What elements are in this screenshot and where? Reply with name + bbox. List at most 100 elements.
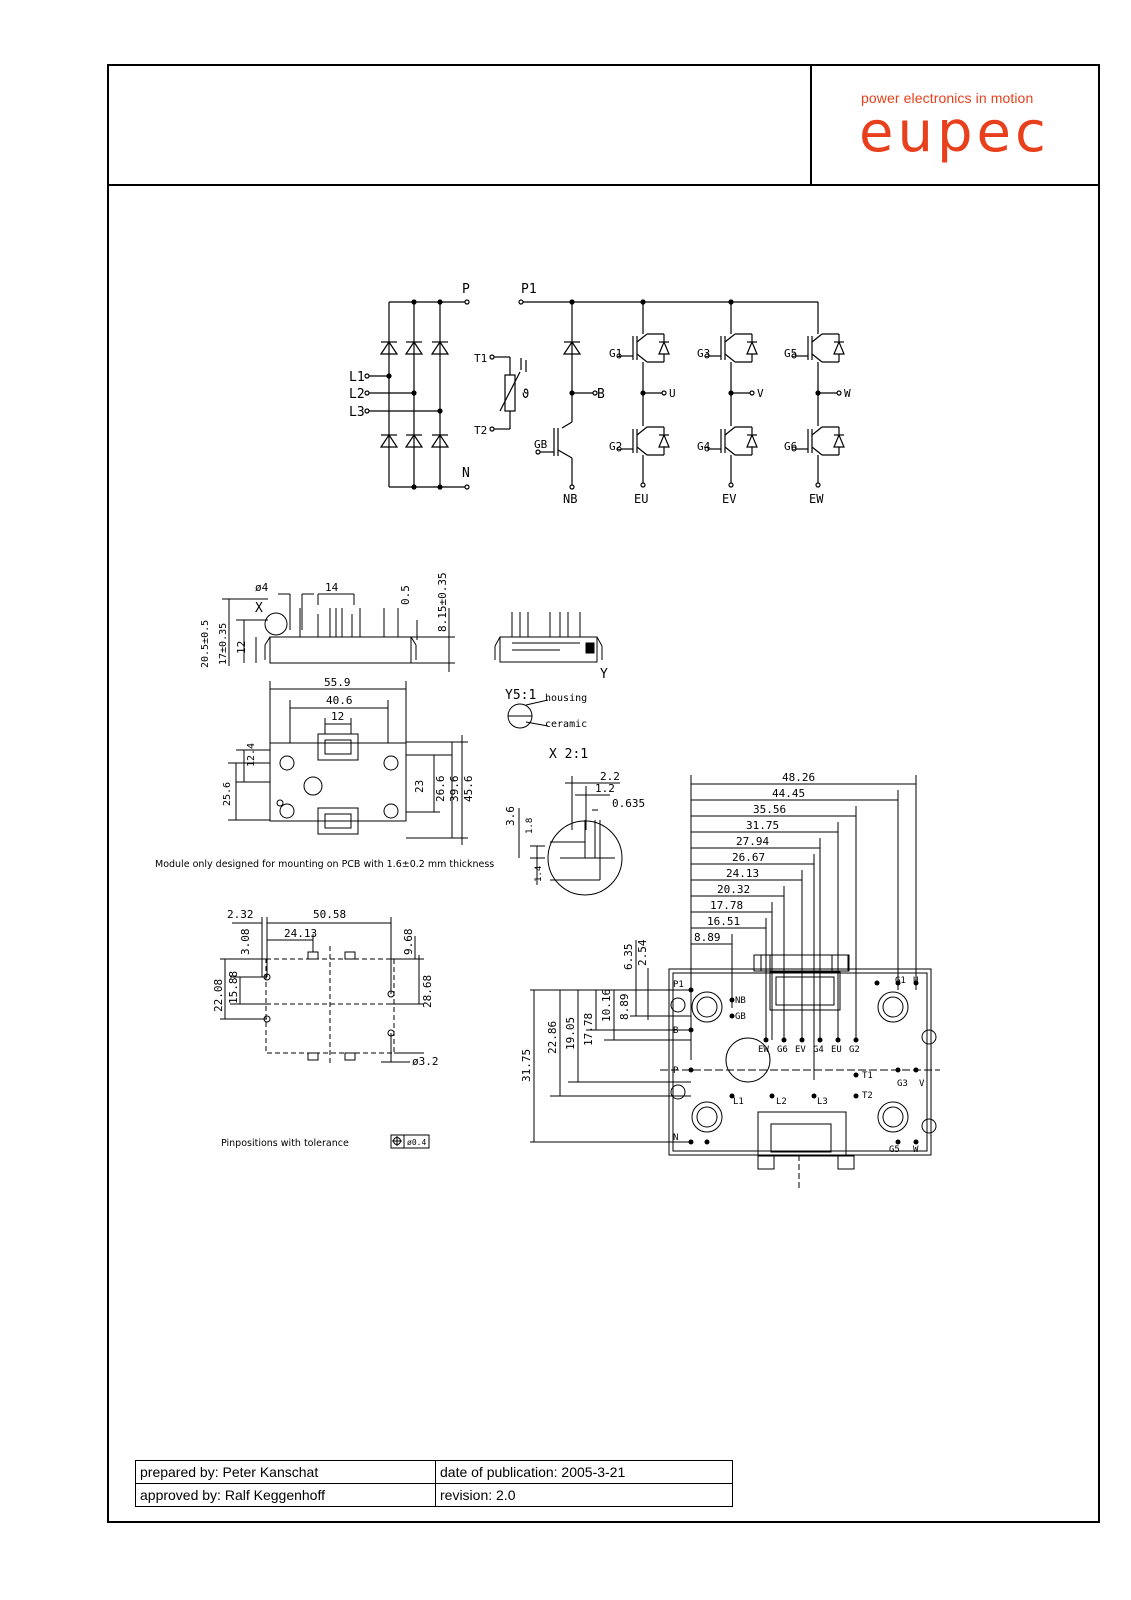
side-view-dims: ø4 14 0.5 8.15±0.35 20.5±0.5 17±0.35 12 …: [200, 572, 608, 682]
dim-16-51: 16.51: [707, 915, 740, 928]
label-g2: G2: [609, 440, 622, 453]
pin-g4: G4: [813, 1045, 824, 1055]
dim-35-56: 35.56: [753, 803, 786, 816]
dim-2-32: 2.32: [227, 908, 254, 921]
dim-55-9: 55.9: [324, 676, 351, 689]
brand-tagline: power electronics in motion: [861, 90, 1034, 106]
label-l3: L3: [349, 405, 365, 420]
dim-22-86: 22.86: [546, 1021, 559, 1054]
pin-g1: G1: [895, 976, 906, 986]
detail-y-title: Y5:1: [505, 688, 536, 703]
label-eu: EU: [634, 492, 648, 506]
label-g4: G4: [697, 440, 711, 453]
dim-dia3-2: ø3.2: [412, 1055, 439, 1068]
table-row: prepared by: Peter Kanschat date of publ…: [135, 1460, 733, 1484]
detail-y: Y5:1 housing ceramic: [505, 688, 587, 730]
dim-9-68: 9.68: [402, 929, 415, 956]
dim-6-35: 6.35: [622, 944, 635, 971]
label-w: W: [844, 387, 851, 400]
label-g3: G3: [697, 347, 710, 360]
dim-26-67: 26.67: [732, 851, 765, 864]
pin-t2: T2: [862, 1091, 873, 1101]
dim-22-08: 22.08: [212, 979, 225, 1012]
pin-ew: EW: [758, 1045, 769, 1055]
pin-markers: [688, 980, 919, 1145]
page-frame: [107, 64, 1100, 1523]
label-u: U: [669, 387, 676, 400]
dim-28-68: 28.68: [421, 975, 434, 1008]
dim-12-4: 12.4: [246, 743, 257, 767]
detail-x: [518, 776, 623, 896]
table-row: approved by: Ralf Keggenhoff revision: 2…: [135, 1483, 733, 1507]
label-v: V: [757, 387, 764, 400]
header-box: [107, 64, 1100, 186]
label-p1: P1: [521, 282, 537, 297]
dim-48-26: 48.26: [782, 771, 815, 784]
dim-17-78: 17.78: [710, 899, 743, 912]
pin-l3: L3: [817, 1097, 828, 1107]
label-theta: ϑ: [522, 387, 529, 401]
dim-10-16: 10.16: [600, 989, 613, 1022]
dim-17-78-v: 17.78: [582, 1013, 595, 1046]
dim-8-89-v: 8.89: [618, 994, 631, 1021]
pin-v: V: [919, 1079, 925, 1089]
pin-w: W: [913, 1145, 919, 1155]
circuit-labels: P P1 N L1 L2 L3 T1 T2 ϑ B GB NB G1 G2 G3…: [349, 282, 851, 506]
pin-labels: P1 NB GB B EW G6 EV G4 EU G2 P T1 T2 L1 …: [673, 976, 925, 1155]
dim-8-15: 8.15±0.35: [436, 572, 449, 632]
bottom-view-drawing: [265, 946, 395, 1066]
detail-x-title: X 2:1: [549, 747, 588, 762]
revision: revision: 2.0: [435, 1483, 733, 1507]
dim-dia4: ø4: [255, 581, 269, 594]
label-gb: GB: [534, 438, 548, 451]
dim-24-13: 24.13: [726, 867, 759, 880]
detail-x-labels: X 2:1 2.2 1.2 0.635 3.6 1.8 1.4: [504, 747, 645, 882]
publication-date: date of publication: 2005-3-21: [435, 1460, 733, 1484]
dim-20-32: 20.32: [717, 883, 750, 896]
label-x: X: [255, 601, 263, 616]
dim-0-635: 0.635: [612, 797, 645, 810]
pin-eu: EU: [831, 1045, 842, 1055]
dim-19-05: 19.05: [564, 1017, 577, 1050]
dim-27-94: 27.94: [736, 835, 769, 848]
side-view-drawing: [222, 593, 455, 672]
dim-50-58: 50.58: [313, 908, 346, 921]
dim-2-2: 2.2: [600, 770, 620, 783]
dim-31-75: 31.75: [746, 819, 779, 832]
dim-31-75-v: 31.75: [520, 1049, 533, 1082]
pin-p: P: [673, 1066, 679, 1076]
dim-8-89: 8.89: [694, 931, 721, 944]
dim-12-top: 12: [331, 710, 344, 723]
label-t1: T1: [474, 352, 487, 365]
circuit-schematic: [364, 299, 845, 490]
dim-20-5: 20.5±0.5: [200, 620, 211, 668]
label-ev: EV: [722, 492, 736, 506]
approval-table: prepared by: Peter Kanschat date of publ…: [135, 1460, 733, 1507]
tolerance-value: ø0.4: [407, 1138, 426, 1147]
pin-l1: L1: [733, 1097, 744, 1107]
label-l2: L2: [349, 387, 365, 402]
dim-17: 17±0.35: [218, 623, 229, 665]
dim-0-5: 0.5: [399, 585, 412, 605]
dim-1-2: 1.2: [595, 782, 615, 795]
side-view-photo: [494, 612, 603, 663]
label-p: P: [462, 282, 470, 297]
label-l1: L1: [349, 370, 365, 385]
pin-layout-hdims: 48.26 44.45 35.56 31.75 27.94 26.67 24.1…: [694, 771, 815, 944]
pin-gb: GB: [735, 1012, 746, 1022]
bottom-view-dims: 2.32 50.58 3.08 24.13 9.68 22.08 15.88 2…: [212, 908, 439, 1068]
dim-1-4: 1.4: [534, 866, 544, 882]
prepared-by: prepared by: Peter Kanschat: [135, 1460, 436, 1484]
dim-23: 23: [413, 780, 426, 793]
dim-25-6: 25.6: [222, 782, 233, 806]
pin-t1: T1: [862, 1071, 873, 1081]
dim-24-13-bottom: 24.13: [284, 927, 317, 940]
dim-1-8: 1.8: [525, 818, 535, 834]
dim-44-45: 44.45: [772, 787, 805, 800]
pin-p1: P1: [673, 980, 684, 990]
label-g5: G5: [784, 347, 797, 360]
brand-logo: eupec: [859, 100, 1050, 165]
pin-g3: G3: [897, 1079, 908, 1089]
dim-15-88: 15.88: [227, 971, 240, 1004]
